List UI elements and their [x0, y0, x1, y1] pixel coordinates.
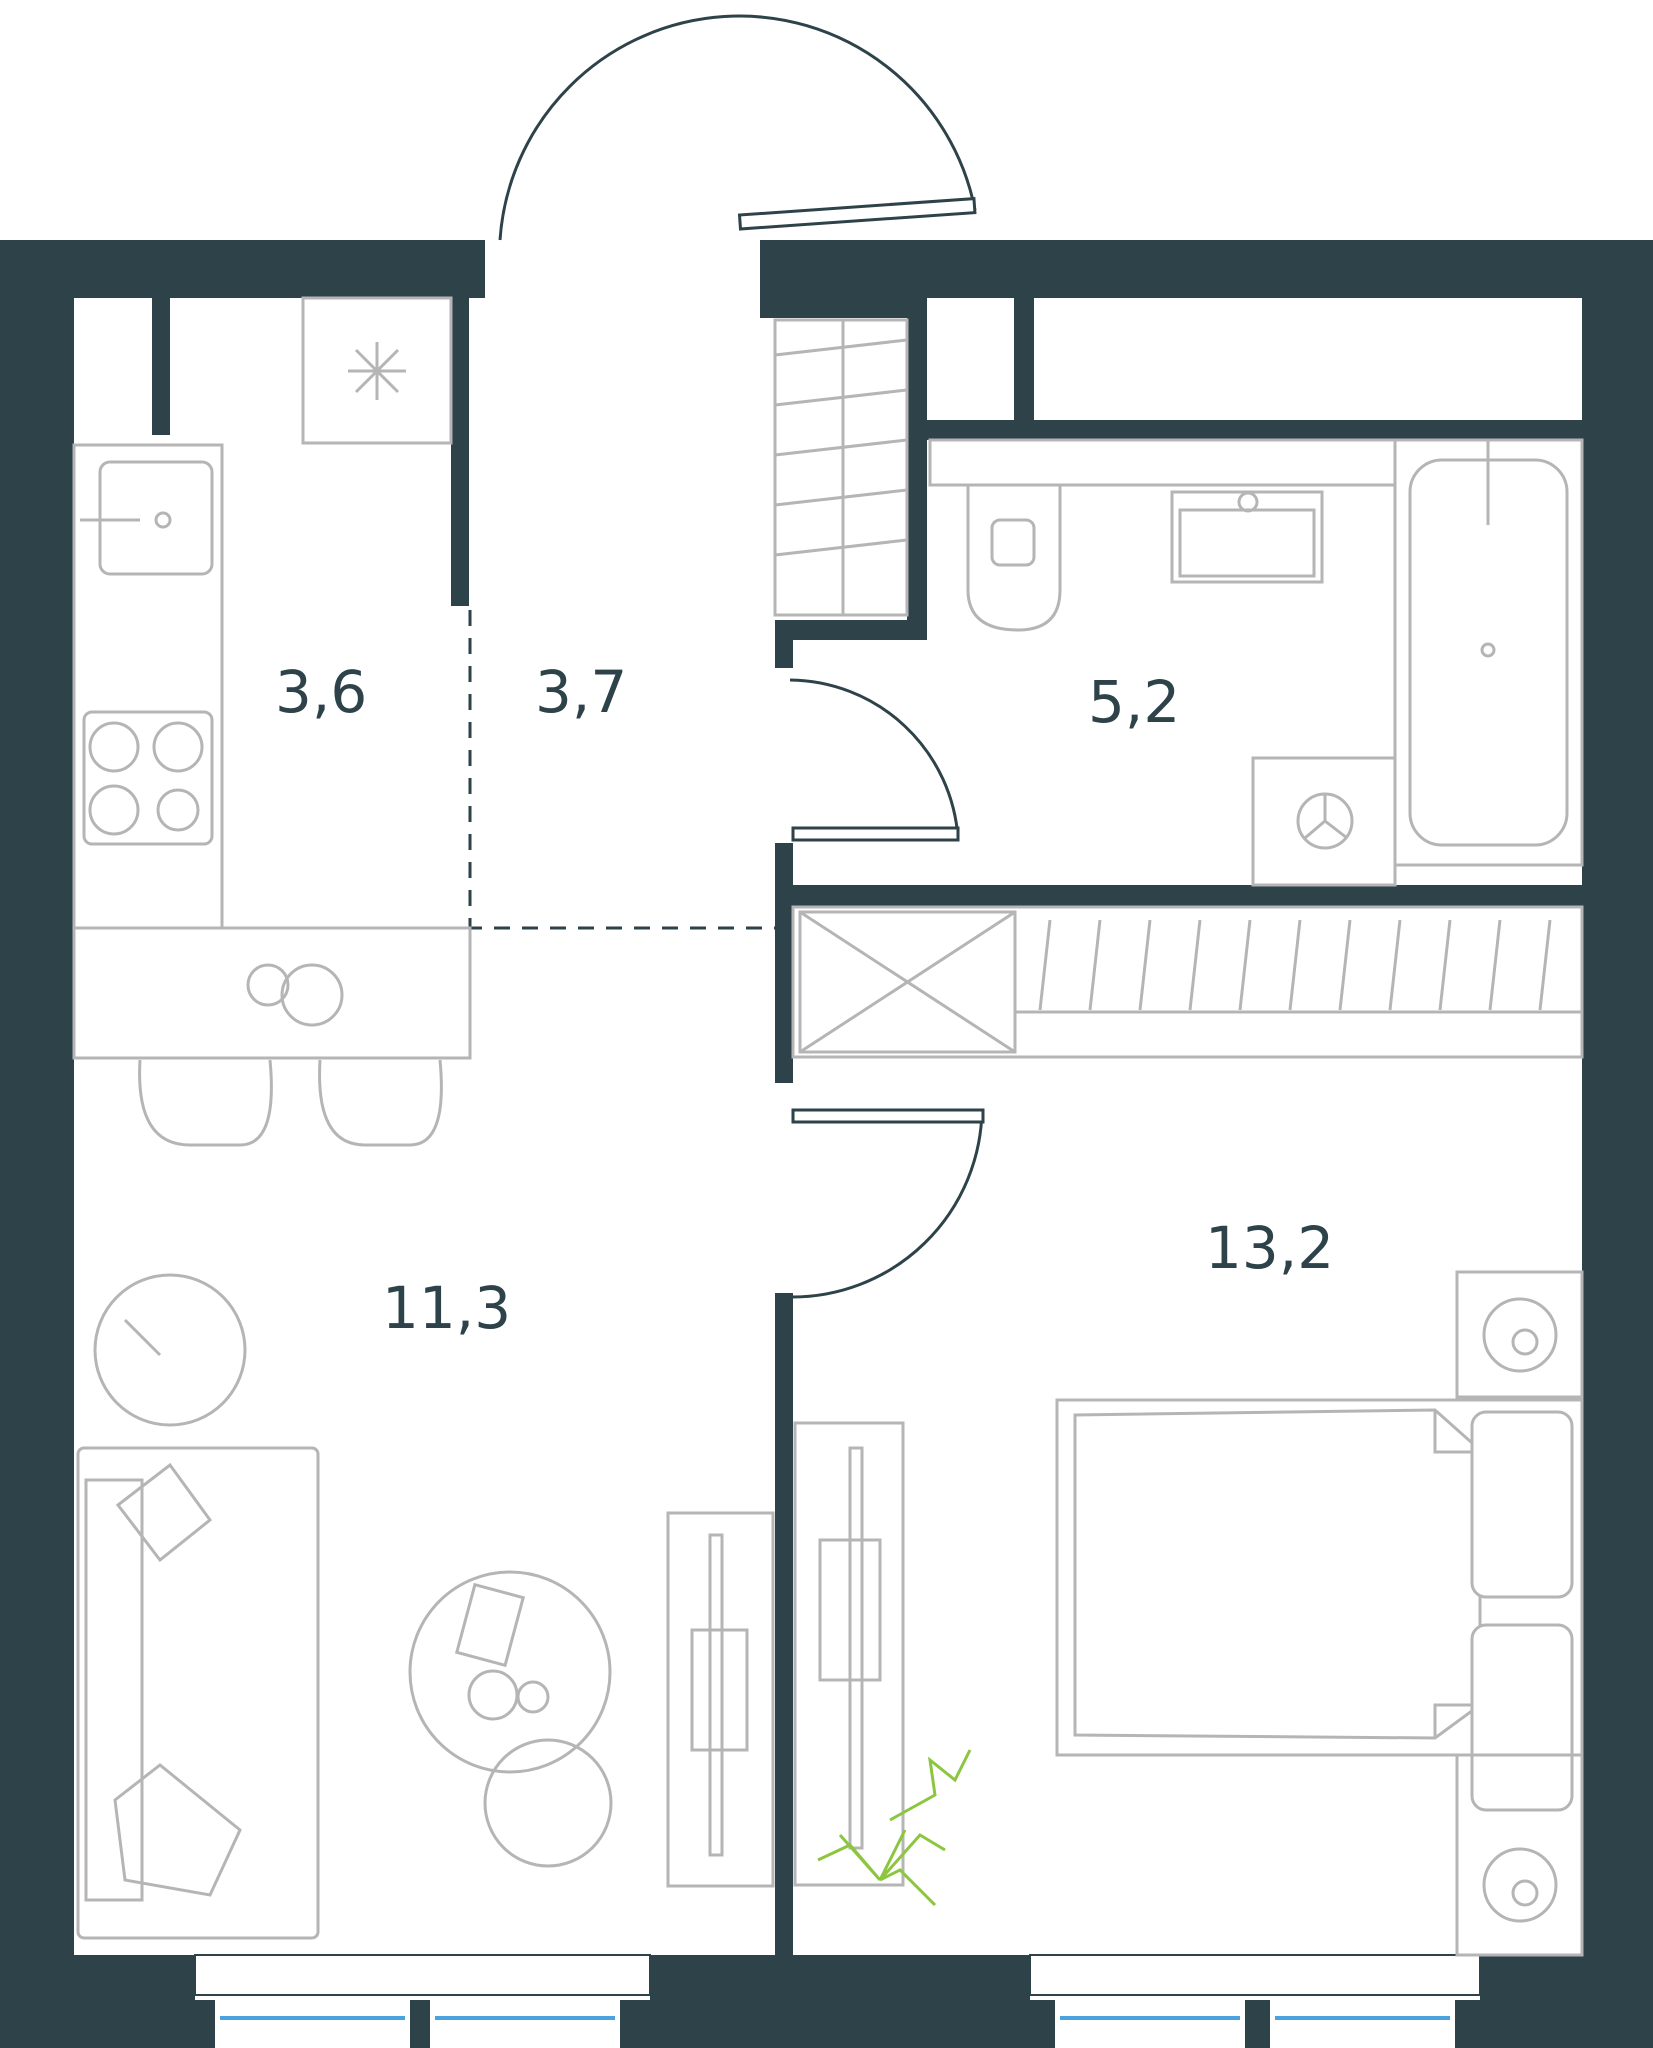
walls — [0, 240, 1653, 2048]
hanger-lines — [1038, 919, 1552, 1011]
furniture — [72, 296, 1584, 1957]
living-area-label: 11,3 — [382, 1274, 511, 1342]
plant-icon — [817, 1749, 972, 1907]
zone-dividers — [74, 610, 775, 930]
room-area-labels: 3,6 3,7 5,2 13,2 11,3 — [275, 658, 1334, 1342]
vent-icon — [348, 342, 406, 400]
bedroom-area-label: 13,2 — [1205, 1214, 1334, 1282]
kitchen-area-label: 3,6 — [275, 658, 367, 726]
hall-area-label: 3,7 — [535, 658, 627, 726]
doors — [498, 14, 985, 1299]
windows — [194, 1954, 1481, 2048]
bathroom-area-label: 5,2 — [1088, 668, 1180, 736]
